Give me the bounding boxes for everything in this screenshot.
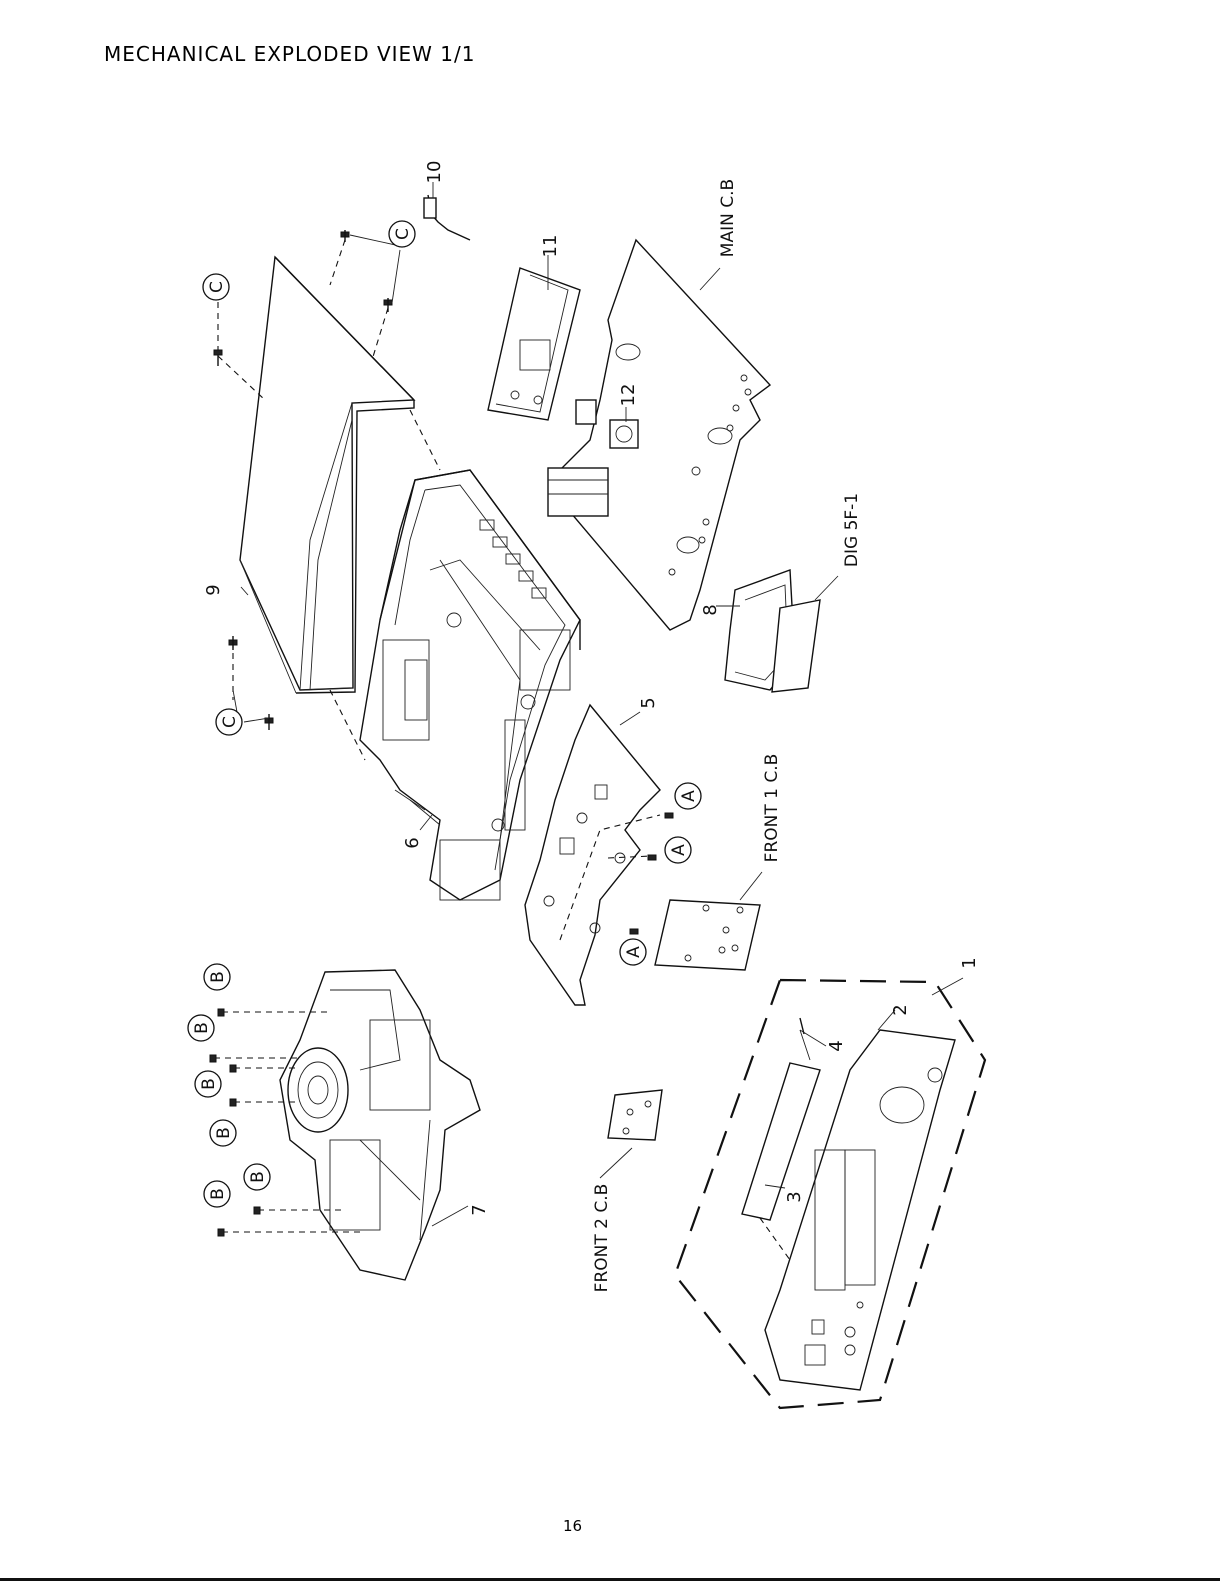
marker-c-2: C — [393, 228, 413, 240]
marker-b-1: B — [208, 971, 228, 983]
front-2-circuit-board — [608, 1090, 662, 1140]
mechanism-part-7 — [280, 970, 480, 1280]
marker-a-2: A — [669, 844, 689, 856]
marker-a-3: A — [624, 946, 644, 958]
marker-c-1: C — [207, 281, 227, 293]
marker-b-4: B — [214, 1127, 234, 1139]
page-number: 16 — [563, 1517, 582, 1535]
callout-3: 3 — [784, 1191, 805, 1202]
callout-11: 11 — [540, 235, 561, 258]
main-circuit-board — [548, 240, 770, 630]
front1-cb-label: FRONT 1 C.B — [762, 754, 782, 863]
callout-7: 7 — [469, 1204, 490, 1215]
power-cord-part-10 — [424, 195, 470, 240]
callout-10: 10 — [424, 161, 445, 184]
callout-1: 1 — [959, 957, 980, 968]
dig-label: DIG 5F-1 — [842, 493, 862, 567]
callout-4: 4 — [826, 1040, 847, 1051]
marker-b-3: B — [199, 1078, 219, 1090]
marker-b-6: B — [208, 1188, 228, 1200]
callout-2: 2 — [890, 1004, 911, 1015]
main-cb-label: MAIN C.B — [718, 179, 738, 257]
bottom-rule — [0, 1578, 1220, 1581]
callout-9: 9 — [203, 584, 224, 595]
marker-c-3: C — [220, 716, 240, 728]
bracket-part-11 — [488, 268, 580, 420]
front-1-circuit-board — [655, 900, 760, 970]
marker-b-2: B — [192, 1022, 212, 1034]
marker-a-1: A — [679, 790, 699, 802]
callout-5: 5 — [638, 697, 659, 708]
callout-6: 6 — [402, 837, 423, 848]
front2-cb-label: FRONT 2 C.B — [592, 1184, 612, 1293]
callout-12: 12 — [618, 384, 639, 407]
marker-b-5: B — [248, 1171, 268, 1183]
callout-8: 8 — [700, 604, 721, 615]
dig-display-board — [772, 600, 820, 692]
